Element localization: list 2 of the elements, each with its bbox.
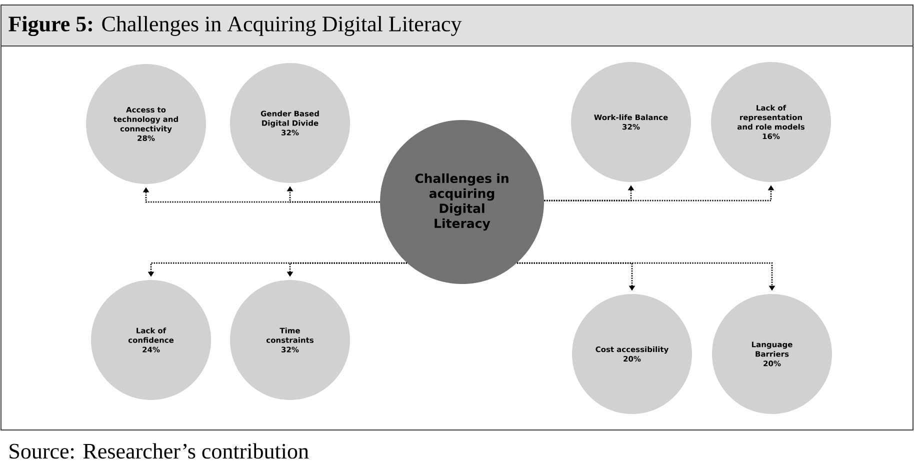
source-caption: Source: Researcher’s contribution — [10, 443, 309, 459]
figure-title: Figure 5: Challenges in Acquiring Digital Literacy — [8, 16, 462, 36]
